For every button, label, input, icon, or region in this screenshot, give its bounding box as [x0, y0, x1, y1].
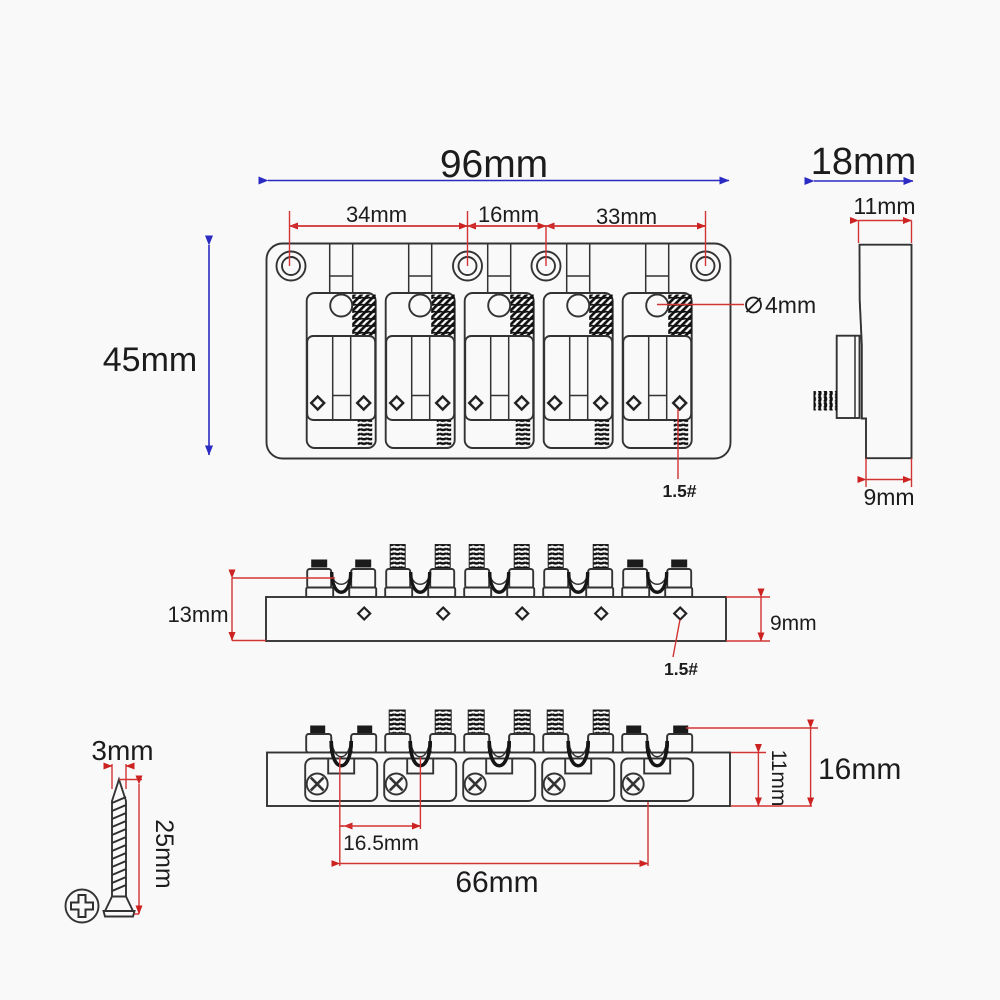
svg-text:25mm: 25mm: [150, 819, 178, 888]
svg-text:34mm: 34mm: [346, 202, 407, 227]
svg-text:45mm: 45mm: [103, 341, 197, 379]
svg-text:3mm: 3mm: [91, 735, 153, 766]
svg-text:9mm: 9mm: [770, 612, 817, 635]
svg-text:96mm: 96mm: [440, 143, 548, 186]
svg-text:11mm: 11mm: [767, 750, 790, 807]
svg-text:4mm: 4mm: [765, 292, 816, 318]
svg-text:18mm: 18mm: [811, 141, 917, 183]
svg-text:33mm: 33mm: [596, 204, 657, 229]
svg-text:13mm: 13mm: [167, 602, 228, 627]
svg-text:66mm: 66mm: [455, 866, 538, 899]
svg-text:16mm: 16mm: [818, 753, 901, 786]
svg-text:1.5#: 1.5#: [662, 481, 696, 501]
svg-text:11mm: 11mm: [853, 193, 915, 219]
svg-text:9mm: 9mm: [863, 484, 914, 510]
svg-text:16.5mm: 16.5mm: [343, 832, 419, 855]
svg-text:1.5#: 1.5#: [664, 659, 698, 679]
svg-text:16mm: 16mm: [478, 202, 539, 227]
